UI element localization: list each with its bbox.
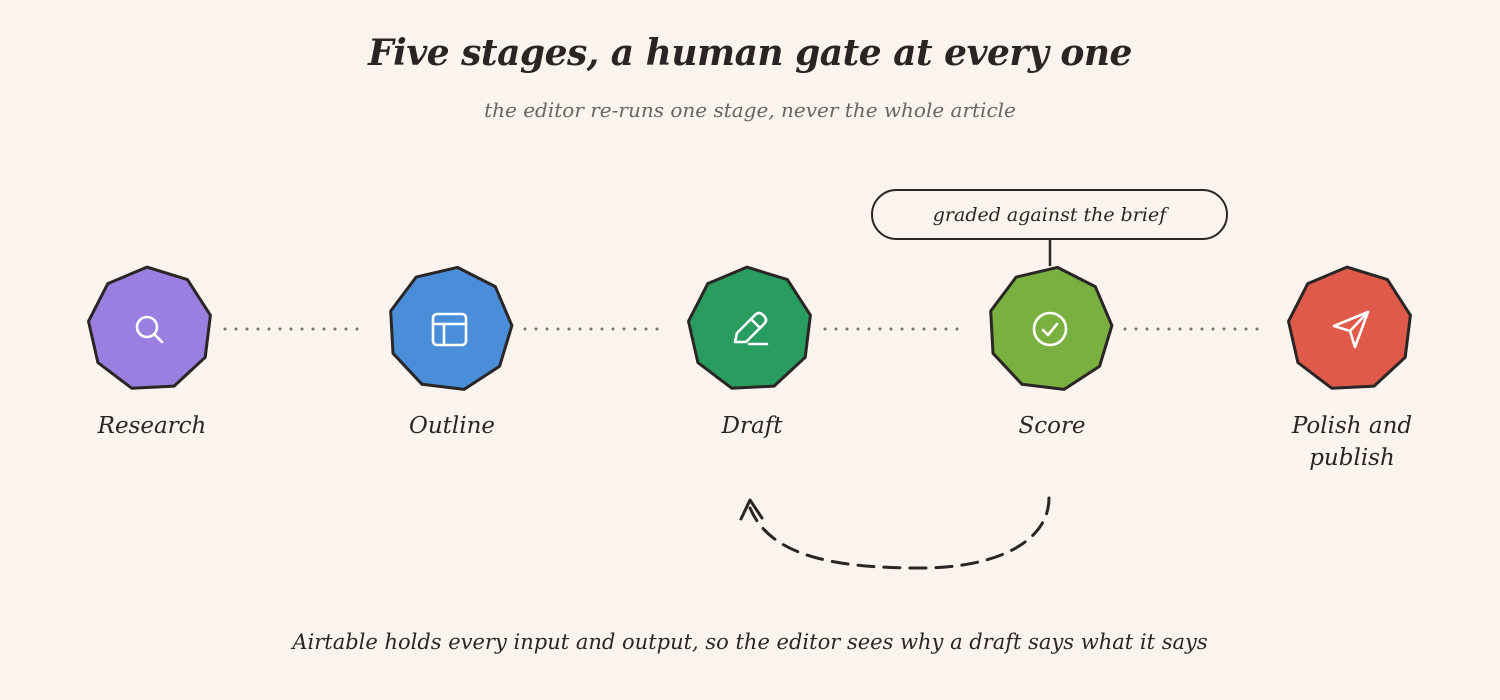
stage-label-outline: Outline [408, 413, 496, 439]
stage-label-draft: Draft [721, 413, 783, 439]
stage-research [87, 265, 212, 390]
diagram-title: Five stages, a human gate at every one [368, 32, 1132, 74]
stage-score [989, 265, 1114, 391]
stage-draft [687, 265, 812, 390]
stage-shape [687, 265, 812, 390]
stage-outline [389, 265, 514, 391]
stage-shape [989, 265, 1114, 391]
stage-label-research: Research [97, 413, 207, 439]
pencil-icon [733, 311, 769, 346]
check-circle-icon [1032, 311, 1068, 347]
stage-shape [1287, 265, 1412, 390]
stage-shape [87, 265, 212, 390]
stage-shape [389, 265, 514, 391]
stage-label-score: Score [1018, 413, 1086, 439]
search-icon [135, 315, 164, 344]
arrow-head [739, 498, 764, 521]
stage-label-publish: Polish and publish [1291, 413, 1413, 471]
stage-publish [1287, 265, 1412, 390]
diagram-subtitle: the editor re-runs one stage, never the … [484, 98, 1016, 122]
footer-note: Airtable holds every input and output, s… [292, 630, 1208, 654]
rerun-loop-arrow [739, 496, 1051, 570]
score-callout: graded against the brief [871, 189, 1228, 240]
layout-icon [431, 312, 468, 347]
send-icon [1332, 310, 1370, 349]
